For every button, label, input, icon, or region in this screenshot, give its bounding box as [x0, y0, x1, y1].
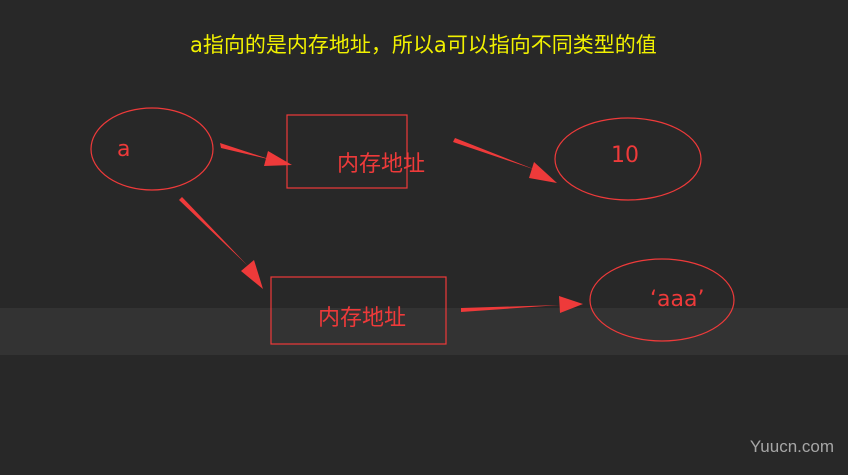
node-label-value-aaa: ‘aaa’ [650, 287, 705, 312]
box-address-2 [270, 276, 447, 345]
diagram-title: a指向的是内存地址，所以a可以指向不同类型的值 [190, 33, 657, 57]
arrow-a-to-address-1 [220, 143, 292, 166]
ellipse-a [90, 107, 214, 191]
arrow-address-1-to-value-10 [453, 138, 557, 183]
background-band [0, 308, 848, 355]
node-label-a: a [117, 137, 131, 162]
box-address-1 [286, 114, 408, 189]
ellipse-value-10 [554, 117, 702, 201]
arrow-a-to-address-2 [179, 197, 263, 289]
ellipse-value-aaa [589, 258, 735, 342]
node-label-address-1: 内存地址 [337, 152, 426, 177]
arrow-address-2-to-value-aaa [461, 296, 583, 313]
node-label-address-2: 内存地址 [318, 306, 407, 331]
watermark: Yuucn.com [749, 437, 834, 456]
node-label-value-10: 10 [611, 143, 639, 168]
